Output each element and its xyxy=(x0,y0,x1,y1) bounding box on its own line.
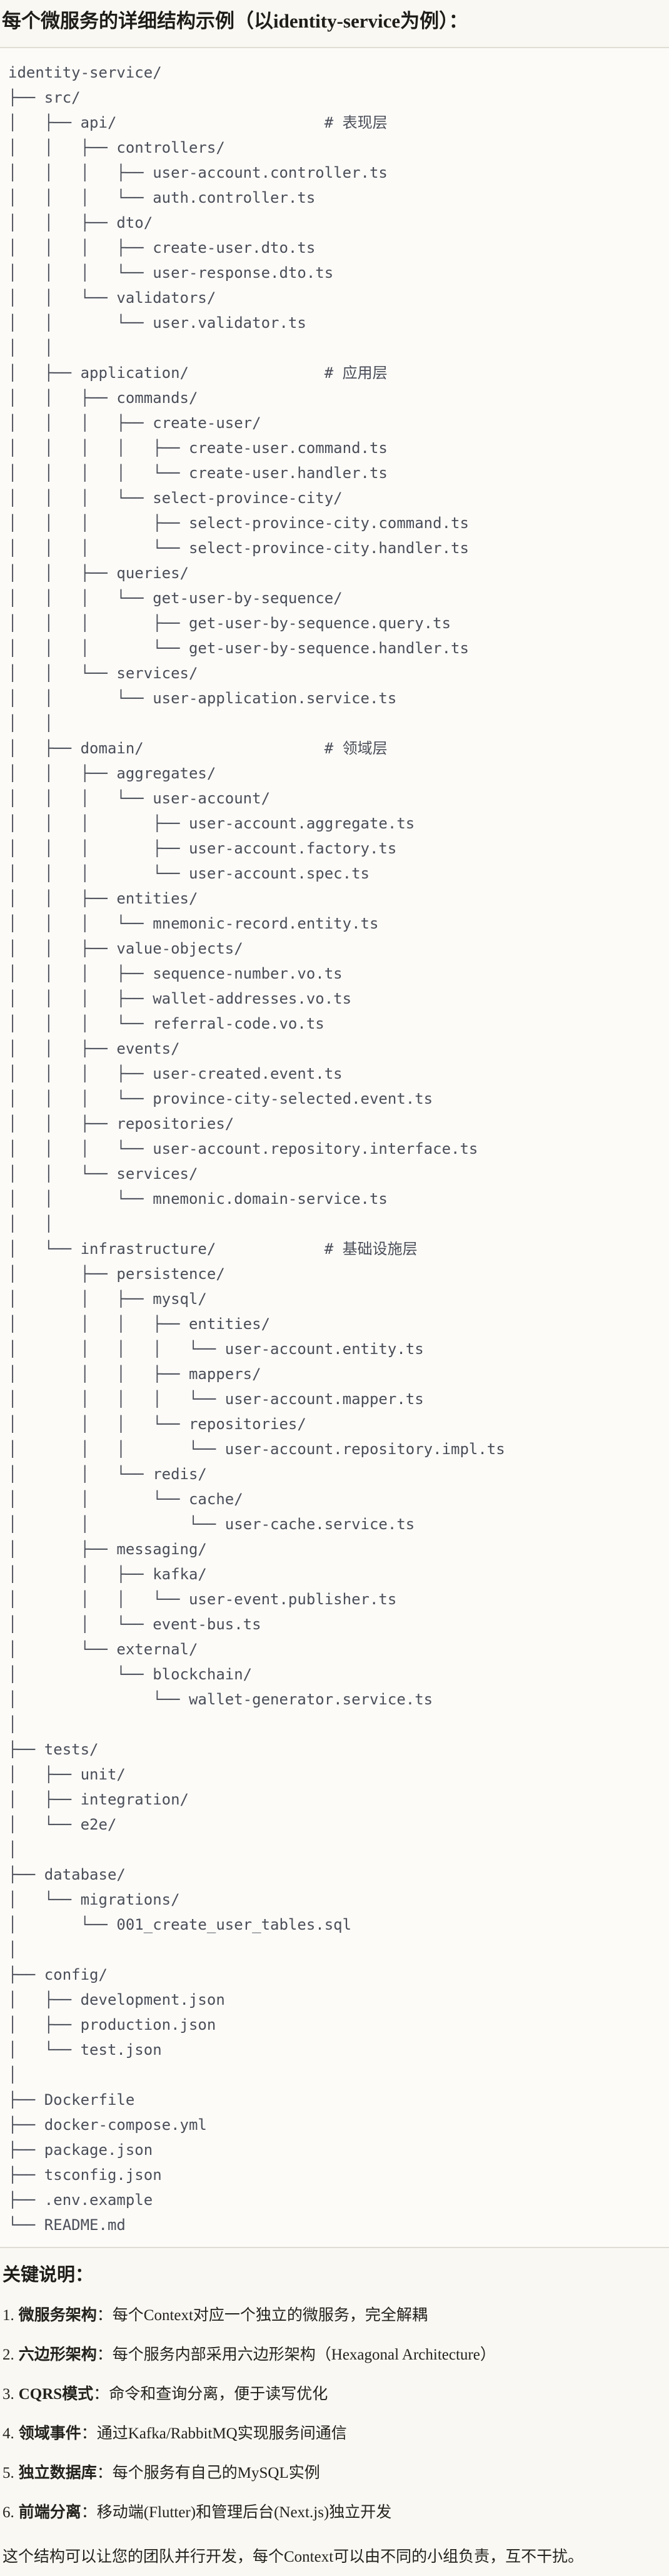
note-number: 4. xyxy=(3,2425,14,2442)
note-number: 6. xyxy=(3,2504,14,2521)
page-header: 每个微服务的详细结构示例（以identity-service为例）： xyxy=(0,0,669,47)
page-title: 每个微服务的详细结构示例（以identity-service为例）： xyxy=(2,10,468,32)
code-block-directory-tree: identity-service/ ├── src/ │ ├── api/ # … xyxy=(0,47,669,2248)
key-notes-section: 关键说明： 1.微服务架构：每个Context对应一个独立的微服务，完全解耦 2… xyxy=(0,2262,669,2569)
note-label: 领域事件 xyxy=(18,2425,81,2442)
closing-paragraph: 这个结构可以让您的团队并行开发，每个Context可以由不同的小组负责，互不干扰… xyxy=(3,2548,584,2565)
note-number: 5. xyxy=(3,2465,14,2482)
note-item-cqrs: 3.CQRS模式：命令和查询分离，便于读写优化 xyxy=(3,2382,663,2406)
note-item-hexagonal: 2.六边形架构：每个服务内部采用六边形架构（Hexagonal Architec… xyxy=(3,2343,663,2367)
note-text: ：每个Context对应一个独立的微服务，完全解耦 xyxy=(96,2307,428,2324)
note-item-microservice: 1.微服务架构：每个Context对应一个独立的微服务，完全解耦 xyxy=(3,2303,663,2328)
note-label: CQRS模式 xyxy=(18,2386,94,2403)
note-label: 六边形架构 xyxy=(18,2346,97,2363)
note-text: ：每个服务内部采用六边形架构（Hexagonal Architecture） xyxy=(96,2346,496,2363)
note-number: 3. xyxy=(3,2386,14,2403)
note-item-database: 5.独立数据库：每个服务有自己的MySQL实例 xyxy=(3,2461,663,2485)
note-number: 1. xyxy=(3,2307,14,2324)
note-label: 微服务架构 xyxy=(18,2307,97,2324)
note-text: ：命令和查询分离，便于读写优化 xyxy=(93,2386,328,2403)
note-text: ：移动端(Flutter)和管理后台(Next.js)独立开发 xyxy=(81,2504,392,2521)
note-label: 独立数据库 xyxy=(18,2465,97,2482)
note-label: 前端分离 xyxy=(18,2504,81,2521)
note-item-frontend: 6.前端分离：移动端(Flutter)和管理后台(Next.js)独立开发 xyxy=(3,2500,663,2525)
note-text: ：通过Kafka/RabbitMQ实现服务间通信 xyxy=(81,2425,347,2442)
note-number: 2. xyxy=(3,2346,14,2363)
note-item-domain-events: 4.领域事件：通过Kafka/RabbitMQ实现服务间通信 xyxy=(3,2421,663,2446)
note-text: ：每个服务有自己的MySQL实例 xyxy=(96,2465,320,2482)
notes-heading: 关键说明： xyxy=(3,2265,94,2285)
